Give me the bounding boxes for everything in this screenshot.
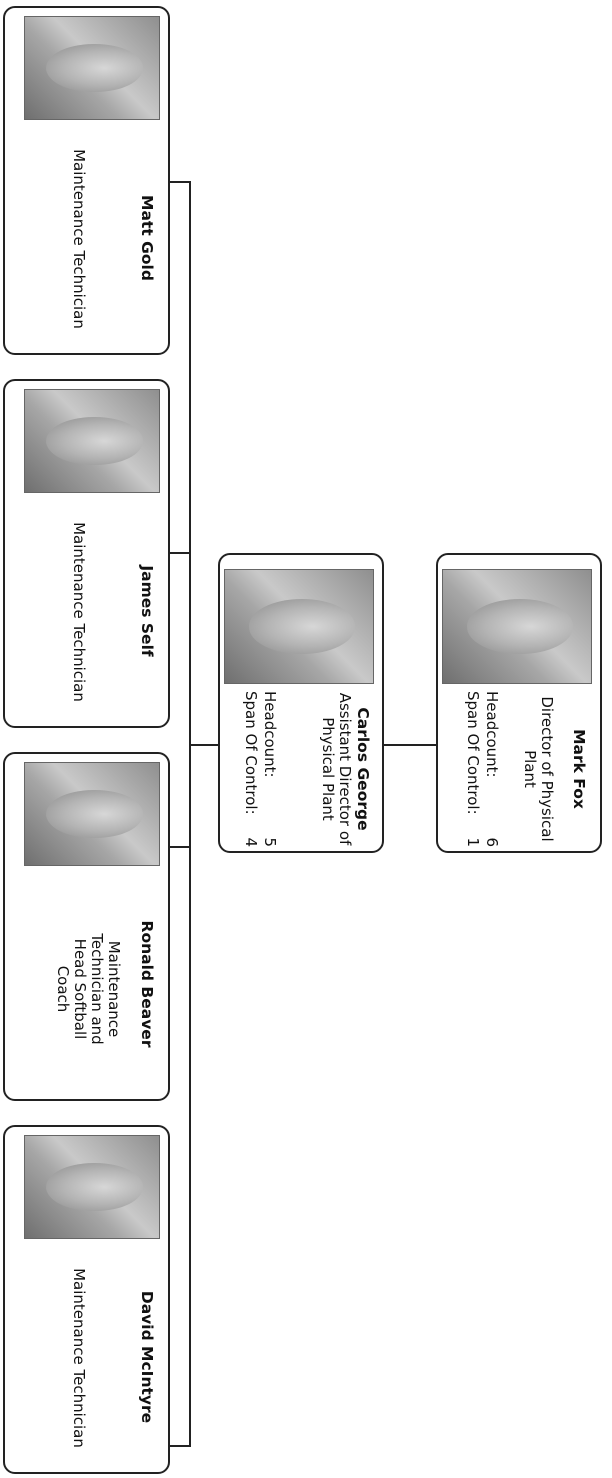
connector-spine-matt — [168, 181, 190, 183]
photo-james-self — [24, 389, 160, 493]
node-title: Maintenance Technician and Head Softball… — [54, 933, 123, 1045]
span-value: 4 — [242, 837, 260, 847]
headcount-value: 6 — [483, 837, 501, 847]
headcount-row: Headcount: 6 — [483, 691, 501, 847]
node-name: Matt Gold — [138, 195, 156, 281]
photo-ronald-beaver — [24, 762, 160, 866]
headcount-row: Headcount: 5 — [261, 691, 279, 847]
connector-spine-david — [168, 1445, 190, 1447]
node-name: Mark Fox — [570, 729, 588, 809]
node-name: David McIntyre — [138, 1290, 156, 1424]
connector-carlos-branch — [190, 744, 223, 746]
node-name: James Self — [138, 565, 156, 657]
connector-branch-spine — [189, 181, 191, 1447]
photo-david-mcintyre — [24, 1135, 160, 1239]
org-node-carlos-george[interactable]: Carlos George Assistant Director of Phys… — [218, 553, 384, 853]
org-node-ronald-beaver[interactable]: Ronald Beaver Maintenance Technician and… — [3, 752, 170, 1101]
org-node-james-self[interactable]: James Self Maintenance Technician — [3, 379, 170, 728]
span-row: Span Of Control: 4 — [242, 691, 260, 847]
headcount-label: Headcount: — [261, 691, 279, 778]
node-name: Carlos George — [354, 707, 372, 831]
org-node-mark-fox[interactable]: Mark Fox Director of Physical Plant Head… — [436, 553, 602, 853]
photo-matt-gold — [24, 16, 160, 120]
span-value: 1 — [464, 837, 482, 847]
org-node-matt-gold[interactable]: Matt Gold Maintenance Technician — [3, 6, 170, 355]
photo-carlos-george — [224, 569, 374, 684]
span-row: Span Of Control: 1 — [464, 691, 482, 847]
org-node-david-mcintyre[interactable]: David McIntyre Maintenance Technician — [3, 1125, 170, 1474]
node-title: Maintenance Technician — [70, 522, 88, 702]
headcount-label: Headcount: — [483, 691, 501, 778]
node-title: Maintenance Technician — [70, 149, 88, 329]
span-label: Span Of Control: — [242, 691, 260, 815]
node-title: Maintenance Technician — [70, 1268, 88, 1448]
connector-mark-carlos — [381, 744, 436, 746]
headcount-value: 5 — [261, 837, 279, 847]
node-title: Director of Physical Plant — [521, 696, 556, 842]
node-name: Ronald Beaver — [138, 920, 156, 1048]
connector-spine-james — [168, 552, 190, 554]
photo-mark-fox — [442, 569, 592, 684]
node-title: Assistant Director of Physical Plant — [319, 692, 354, 846]
span-label: Span Of Control: — [464, 691, 482, 815]
connector-spine-ronald — [168, 846, 190, 848]
